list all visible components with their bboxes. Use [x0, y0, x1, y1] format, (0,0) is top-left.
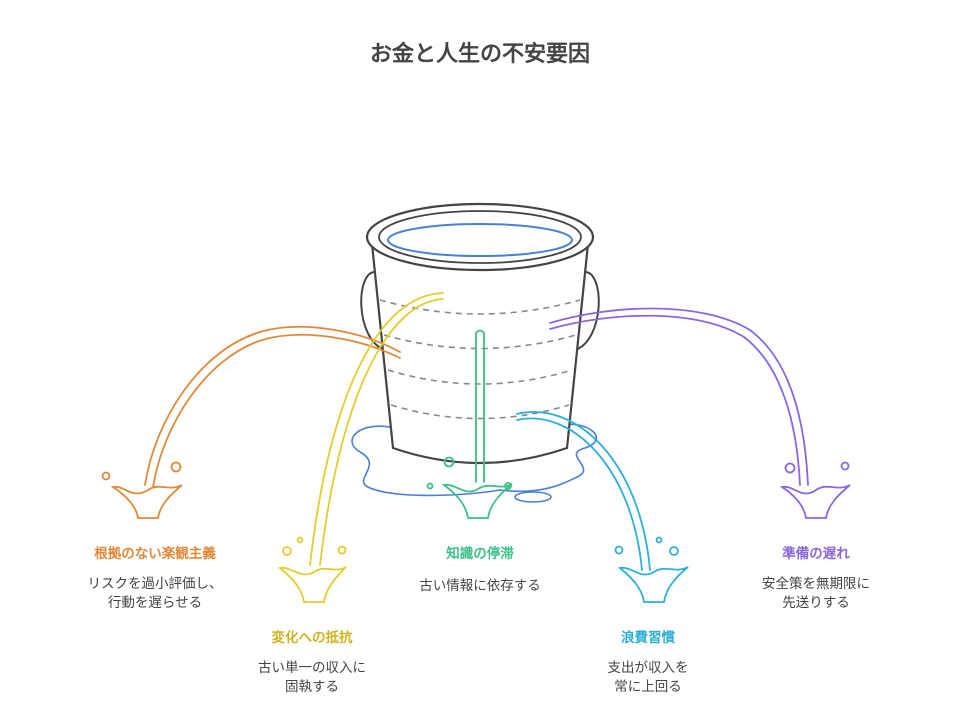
desc-optimism-line2: 行動を遅らせる [107, 595, 203, 611]
label-knowledge: 知識の停滞 [446, 546, 514, 562]
bucket-body [370, 243, 590, 465]
bucket-rim-inner [378, 210, 582, 264]
desc-spending-line2: 常に上回る [614, 679, 682, 695]
label-optimism: 根拠のない楽観主義 [94, 546, 216, 562]
desc-preparation-line2: 先送りする [782, 595, 850, 611]
splash-preparation [779, 461, 851, 519]
desc-preparation: 安全策を無期限に 先送りする [721, 575, 911, 613]
leak-stream-spending [516, 411, 651, 571]
water-puddle [351, 423, 598, 497]
desc-preparation-line1: 安全策を無期限に [762, 576, 870, 592]
desc-optimism: リスクを過小評価し、 行動を遅らせる [60, 575, 250, 613]
desc-resistance-line1: 古い単一の収入に [258, 660, 366, 676]
desc-knowledge-line1: 古い情報に依存する [419, 578, 541, 594]
label-preparation: 準備の遅れ [782, 546, 850, 562]
leak-stream-preparation [549, 307, 809, 486]
desc-spending: 支出が収入を 常に上回る [553, 659, 743, 697]
bucket-handle-left [360, 270, 386, 351]
leak-stream-knowledge [475, 329, 485, 483]
leak-stream-resistance [309, 292, 444, 566]
label-resistance: 変化への抵抗 [271, 630, 353, 646]
bucket-water-surface [387, 223, 573, 257]
splash-spending [614, 536, 689, 603]
splash-optimism [101, 461, 183, 519]
diagram-title: お金と人生の不安要因 [369, 42, 590, 67]
desc-knowledge: 古い情報に依存する [385, 577, 575, 596]
bucket-handle-right [574, 270, 600, 351]
leak-stream-optimism [144, 325, 401, 488]
desc-optimism-line1: リスクを過小評価し、 [87, 576, 223, 592]
water-drop [514, 491, 552, 503]
splash-knowledge [426, 456, 513, 519]
desc-resistance-line2: 固執する [285, 679, 339, 695]
desc-resistance: 古い単一の収入に 固執する [217, 659, 407, 697]
desc-spending-line1: 支出が収入を [607, 660, 689, 676]
label-spending: 浪費習慣 [621, 630, 675, 646]
splash-resistance [277, 536, 347, 603]
